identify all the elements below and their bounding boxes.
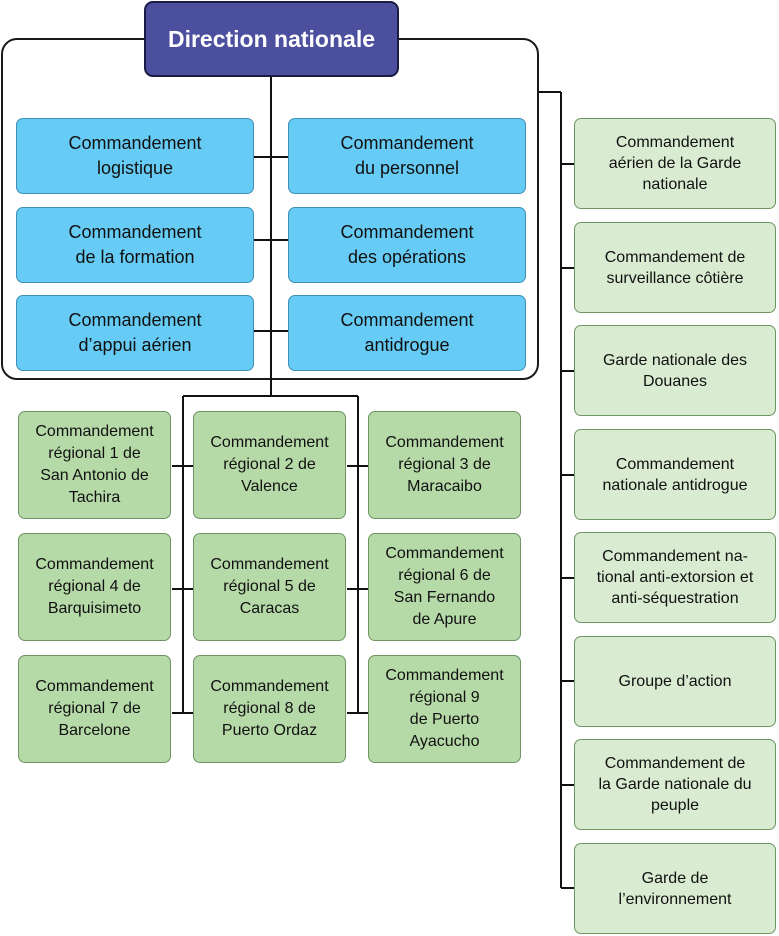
central-command-label: Commandement antidrogue [340,310,474,355]
central-command-appui-aerien[interactable]: Commandement d’appui aérien [16,295,254,371]
central-command-label: Commandement des opérations [340,222,474,267]
special-unit-label: Garde de l’environnement [618,869,732,908]
special-unit-douanes[interactable]: Garde nationale des Douanes [574,325,776,416]
regional-command-label: Commandement régional 9 de Puerto Ayacuc… [385,667,504,750]
regional-command-label: Commandement régional 4 de Barquisimeto [35,556,154,617]
special-unit-label: Groupe d’action [618,673,732,690]
special-unit-garde-peuple[interactable]: Commandement de la Garde nationale du pe… [574,739,776,830]
regional-command-label: Commandement régional 7 de Barcelone [35,678,154,739]
central-command-label: Commandement du personnel [340,133,474,178]
special-unit-label: Commandement nationale antidrogue [602,455,748,494]
central-command-label: Commandement de la formation [68,222,202,267]
special-unit-groupe-action[interactable]: Groupe d’action [574,636,776,727]
central-command-formation[interactable]: Commandement de la formation [16,207,254,283]
central-command-logistique[interactable]: Commandement logistique [16,118,254,194]
central-command-antidrogue[interactable]: Commandement antidrogue [288,295,526,371]
regional-command-label: Commandement régional 2 de Valence [210,434,329,495]
regional-command-3[interactable]: Commandement régional 3 de Maracaibo [368,411,521,519]
regional-command-7[interactable]: Commandement régional 7 de Barcelone [18,655,171,763]
regional-command-label: Commandement régional 3 de Maracaibo [385,434,504,495]
central-command-personnel[interactable]: Commandement du personnel [288,118,526,194]
special-unit-environnement[interactable]: Garde de l’environnement [574,843,776,934]
regional-command-label: Commandement régional 5 de Caracas [210,556,329,617]
regional-command-8[interactable]: Commandement régional 8 de Puerto Ordaz [193,655,346,763]
special-unit-anti-extorsion[interactable]: Commandement na- tional anti-extorsion e… [574,532,776,623]
regional-command-4[interactable]: Commandement régional 4 de Barquisimeto [18,533,171,641]
root-label: Direction nationale [167,25,376,52]
central-command-label: Commandement d’appui aérien [68,310,202,355]
regional-command-6[interactable]: Commandement régional 6 de San Fernando … [368,533,521,641]
special-unit-label: Garde nationale des Douanes [602,351,748,390]
central-command-label: Commandement logistique [68,133,202,178]
regional-command-2[interactable]: Commandement régional 2 de Valence [193,411,346,519]
special-unit-label: Commandement de la Garde nationale du pe… [598,755,752,814]
special-unit-aerien[interactable]: Commandement aérien de la Garde national… [574,118,776,209]
special-unit-surveillance-cotiere[interactable]: Commandement de surveillance côtière [574,222,776,313]
regional-command-label: Commandement régional 6 de San Fernando … [385,545,504,628]
special-unit-label: Commandement na- tional anti-extorsion e… [596,548,754,607]
special-unit-label: Commandement de surveillance côtière [604,248,746,287]
regional-command-1[interactable]: Commandement régional 1 de San Antonio d… [18,411,171,519]
root-direction-nationale[interactable]: Direction nationale [144,1,399,77]
regional-command-label: Commandement régional 1 de San Antonio d… [35,423,154,506]
regional-command-9[interactable]: Commandement régional 9 de Puerto Ayacuc… [368,655,521,763]
special-unit-label: Commandement aérien de la Garde national… [608,134,742,193]
regional-command-label: Commandement régional 8 de Puerto Ordaz [210,678,329,739]
central-command-operations[interactable]: Commandement des opérations [288,207,526,283]
regional-command-5[interactable]: Commandement régional 5 de Caracas [193,533,346,641]
special-unit-antidrogue[interactable]: Commandement nationale antidrogue [574,429,776,520]
